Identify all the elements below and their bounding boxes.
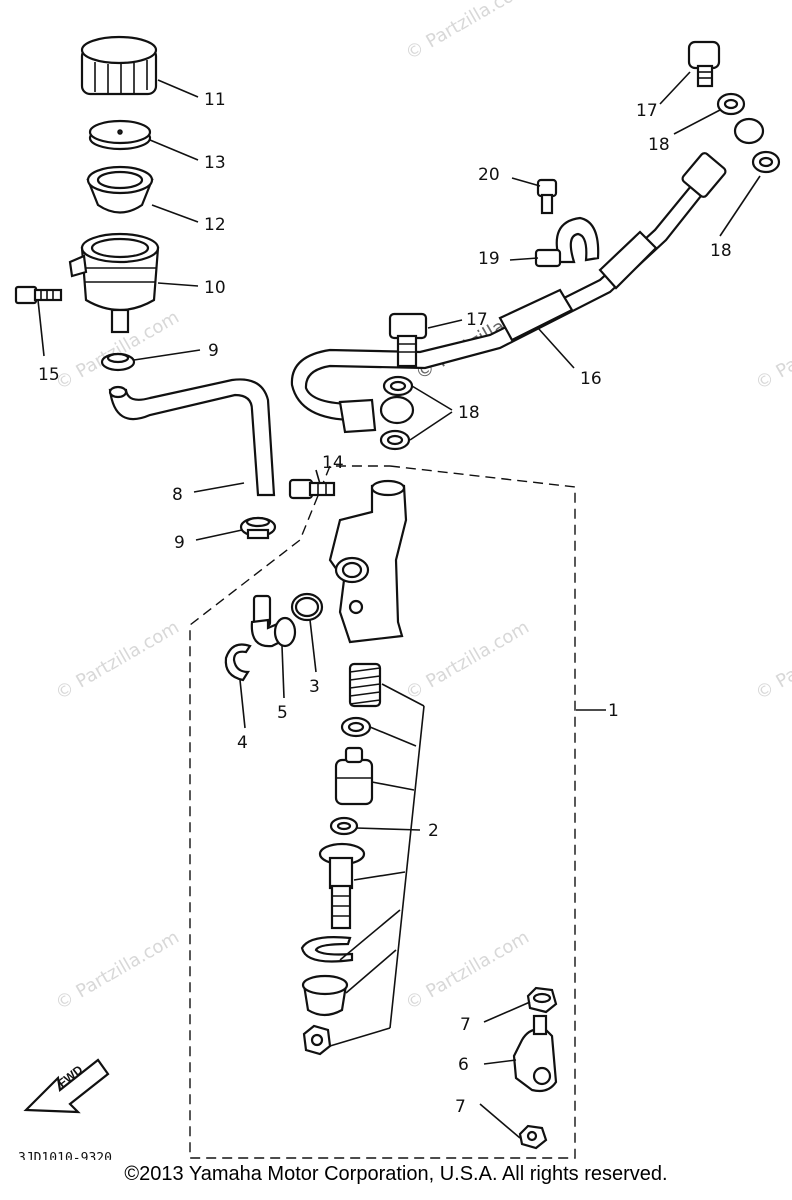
screw-20 bbox=[536, 178, 558, 215]
callout-17-middle: 17 bbox=[466, 310, 488, 330]
callout-18-right: 18 bbox=[710, 241, 732, 261]
callout-7-upper: 7 bbox=[460, 1015, 471, 1035]
boot bbox=[301, 974, 349, 1017]
drawing-code: 3JD1010-9320 bbox=[18, 1151, 112, 1160]
callout-19: 19 bbox=[478, 249, 500, 269]
secondary-cup bbox=[329, 816, 359, 836]
watermark: © Partzilla.com bbox=[52, 617, 183, 705]
nut bbox=[302, 1024, 332, 1056]
callout-1: 1 bbox=[608, 701, 619, 721]
callout-9-upper: 9 bbox=[208, 341, 219, 361]
callout-9-lower: 9 bbox=[174, 533, 185, 553]
callout-13: 13 bbox=[204, 153, 226, 173]
callout-8: 8 bbox=[172, 485, 183, 505]
callout-2: 2 bbox=[428, 821, 439, 841]
hose-clamp-lower bbox=[239, 516, 277, 540]
screw-14 bbox=[288, 478, 336, 500]
clevis-6 bbox=[512, 1014, 558, 1093]
hose-joint-5 bbox=[250, 594, 297, 648]
union-bolt-upper bbox=[687, 40, 721, 88]
diaphragm-plate bbox=[88, 119, 152, 151]
callout-3: 3 bbox=[309, 677, 320, 697]
diaphragm bbox=[86, 165, 154, 214]
callout-16: 16 bbox=[580, 369, 602, 389]
o-ring-3 bbox=[290, 592, 324, 622]
watermark: © Partzilla.com bbox=[402, 927, 533, 1015]
hose-guide-19 bbox=[534, 216, 600, 268]
callout-18-upper: 18 bbox=[648, 135, 670, 155]
callout-11: 11 bbox=[204, 90, 226, 110]
callout-4: 4 bbox=[237, 733, 248, 753]
spring bbox=[348, 662, 382, 708]
circlip-4 bbox=[224, 643, 252, 682]
callout-14: 14 bbox=[322, 453, 344, 473]
callout-15: 15 bbox=[38, 365, 60, 385]
master-cylinder-body bbox=[328, 479, 408, 644]
piston bbox=[334, 746, 374, 806]
callout-labels: 1 2 3 4 5 6 7 7 8 9 9 10 11 12 13 14 15 … bbox=[38, 90, 732, 1117]
washer-18c bbox=[382, 375, 414, 397]
callout-10: 10 bbox=[204, 278, 226, 298]
assembly-outline bbox=[189, 465, 576, 1159]
callout-6: 6 bbox=[458, 1055, 469, 1075]
parts-diagram: © Partzilla.com © Partzilla.com © Partzi… bbox=[14, 0, 792, 1160]
watermark: © Partzilla.com bbox=[752, 617, 792, 705]
callout-18-middle: 18 bbox=[458, 403, 480, 423]
cup-seal bbox=[340, 716, 372, 738]
brake-hose bbox=[290, 117, 765, 434]
washer-18b bbox=[751, 150, 781, 174]
reservoir-cap bbox=[80, 35, 158, 96]
nut-7-lower bbox=[518, 1124, 548, 1150]
callout-17-upper: 17 bbox=[636, 101, 658, 121]
push-rod bbox=[318, 842, 366, 930]
watermark: © Partzilla.com bbox=[402, 0, 533, 64]
reservoir-hose bbox=[108, 378, 276, 497]
watermark: © Partzilla.com bbox=[402, 617, 533, 705]
stack-leader-lines bbox=[329, 683, 425, 1047]
snap-ring bbox=[300, 936, 354, 963]
reservoir-tank bbox=[68, 232, 160, 334]
fwd-arrow-icon: FWD bbox=[23, 1058, 110, 1114]
callout-leaders bbox=[37, 71, 761, 1139]
washer-18d bbox=[379, 429, 411, 451]
washer-18a bbox=[716, 92, 746, 116]
callout-12: 12 bbox=[204, 215, 226, 235]
callout-7-lower: 7 bbox=[455, 1097, 466, 1117]
copyright-notice: ©2013 Yamaha Motor Corporation, U.S.A. A… bbox=[124, 1163, 668, 1185]
union-bolt-middle bbox=[388, 312, 428, 368]
bolt-15 bbox=[14, 285, 63, 305]
watermark: © Partzilla.com bbox=[52, 927, 183, 1015]
callout-20: 20 bbox=[478, 165, 500, 185]
hose-clamp-upper bbox=[100, 352, 136, 372]
watermark-layer: © Partzilla.com © Partzilla.com © Partzi… bbox=[52, 0, 792, 1014]
watermark: © Partzilla.com bbox=[752, 307, 792, 395]
callout-5: 5 bbox=[277, 703, 288, 723]
nut-7-upper bbox=[526, 986, 558, 1014]
